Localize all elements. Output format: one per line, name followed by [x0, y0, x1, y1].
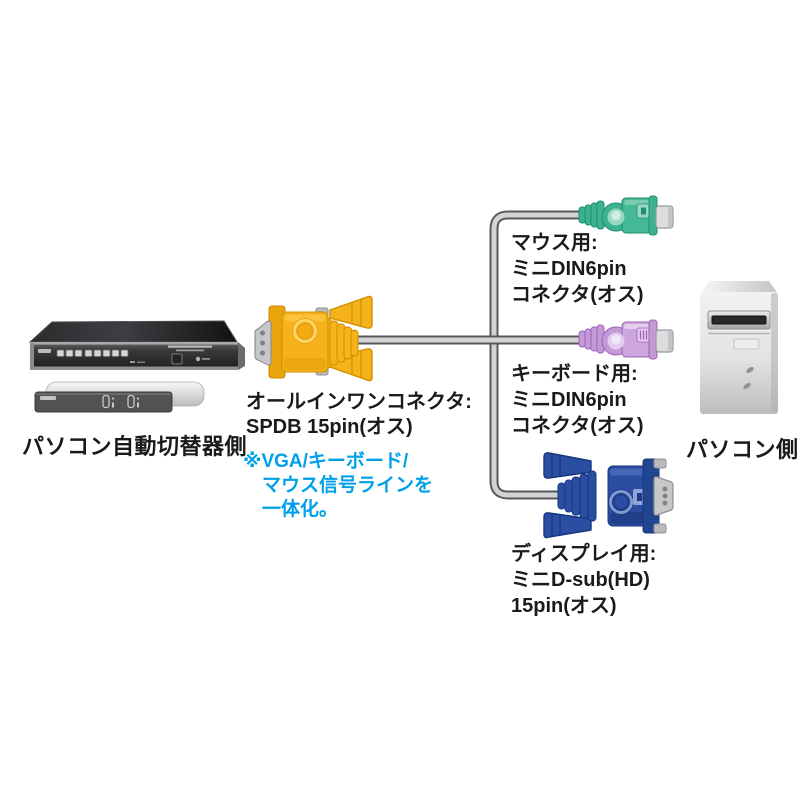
label-line: マウス用:	[511, 232, 598, 254]
d-sub-pins	[662, 486, 668, 506]
body-highlight	[610, 468, 652, 476]
box-port-icons	[102, 394, 135, 409]
note-vga-signal-integration: ※VGA/キーボード/ マウス信号ラインを 一体化。	[243, 450, 433, 522]
tower-drive-blank	[733, 338, 760, 350]
label-line: ミニDIN6pin	[511, 258, 627, 280]
body-boss-ring	[293, 319, 317, 343]
box-port-marks	[111, 397, 140, 408]
rack-right-edge	[238, 342, 245, 370]
label-line: キーボード用:	[511, 363, 638, 385]
rack-top-trim	[30, 342, 238, 345]
label-line: 15pin(オス)	[511, 595, 617, 617]
label-mouse-connector: マウス用: ミニDIN6pin コネクタ(オス)	[511, 230, 644, 308]
strain-relief-ribs	[557, 470, 597, 522]
label-line: ディスプレイ用:	[511, 543, 657, 565]
rack-power-text	[202, 358, 210, 360]
note-line: ※VGA/キーボード/	[243, 451, 409, 472]
cd-drive-slot	[711, 315, 767, 325]
body-boss-ring	[609, 490, 633, 514]
ps2-mini-din6-connector-purple	[578, 319, 674, 360]
strain-relief-ribs	[578, 324, 605, 354]
keying-mark-dot	[641, 207, 646, 215]
keying-mark-stripes	[639, 330, 648, 340]
d-sub-pins	[260, 330, 265, 356]
tower-right-shade	[771, 293, 778, 413]
boot-shine	[611, 210, 621, 221]
label-display-connector: ディスプレイ用: ミニD-sub(HD) 15pin(オス)	[511, 541, 656, 619]
body-boss-inner	[614, 495, 628, 509]
label-line: ミニD-sub(HD)	[511, 569, 650, 591]
vga-d-sub-connector-blue	[543, 452, 674, 539]
thumbscrew-ridges	[351, 299, 362, 378]
metal-plug-edge	[668, 331, 672, 351]
note-line: 一体化。	[262, 499, 339, 520]
metal-plug-edge	[668, 207, 672, 227]
tower-reset-button	[743, 382, 751, 390]
note-line: マウス信号ラインを	[262, 475, 434, 496]
boot-shine	[611, 334, 621, 345]
screw-pin	[653, 523, 667, 534]
label-line: オールインワンコネクタ:	[246, 391, 472, 413]
screw-pin	[653, 458, 667, 469]
label-pc-side: パソコン側	[686, 437, 799, 462]
box-brand-mark	[40, 396, 56, 400]
rack-indicator-text	[137, 361, 145, 363]
keying-mark-dot	[637, 493, 642, 501]
rack-model-subtext	[176, 349, 204, 352]
label-all-in-one-connector: オールインワンコネクタ: SPDB 15pin(オス)	[246, 390, 472, 440]
label-line: SPDB 15pin(オス)	[246, 416, 413, 438]
ps2-mini-din6-connector-green	[578, 195, 674, 236]
rack-left-cap	[30, 343, 34, 370]
rack-port-buttons	[56, 349, 129, 357]
cable-branch-core	[491, 212, 586, 498]
pc-tower	[700, 281, 778, 414]
kvm-switch-rack-device	[28, 320, 245, 370]
rack-model-text	[168, 345, 212, 348]
tower-front-panel	[700, 292, 778, 414]
tower-power-button	[746, 366, 754, 374]
rack-power-led	[195, 356, 201, 362]
tower-top-surface	[700, 281, 778, 294]
label-switcher-side: パソコン自動切替器側	[22, 434, 248, 459]
combo-vga-connector-yellow	[254, 295, 373, 382]
kvm-switch-compact-device	[34, 381, 205, 413]
rack-reset-button	[171, 353, 183, 365]
body-shade	[284, 358, 326, 370]
thumbscrews	[543, 452, 592, 539]
label-line: コネクタ(オス)	[511, 284, 644, 306]
strain-relief-ribs	[578, 200, 605, 230]
rack-bottom-trim	[30, 366, 238, 370]
label-line: コネクタ(オス)	[511, 415, 644, 437]
split-cable	[352, 210, 586, 500]
rack-top-surface	[28, 320, 238, 343]
rack-brand-mark	[38, 349, 51, 353]
body-boss-inner	[298, 324, 312, 338]
box-panel-highlight	[36, 393, 171, 395]
label-line: ミニDIN6pin	[511, 389, 627, 411]
label-keyboard-connector: キーボード用: ミニDIN6pin コネクタ(オス)	[511, 361, 644, 439]
body-shade	[610, 512, 652, 524]
thumbscrew-ridges	[551, 454, 561, 537]
rack-indicator	[130, 361, 135, 363]
